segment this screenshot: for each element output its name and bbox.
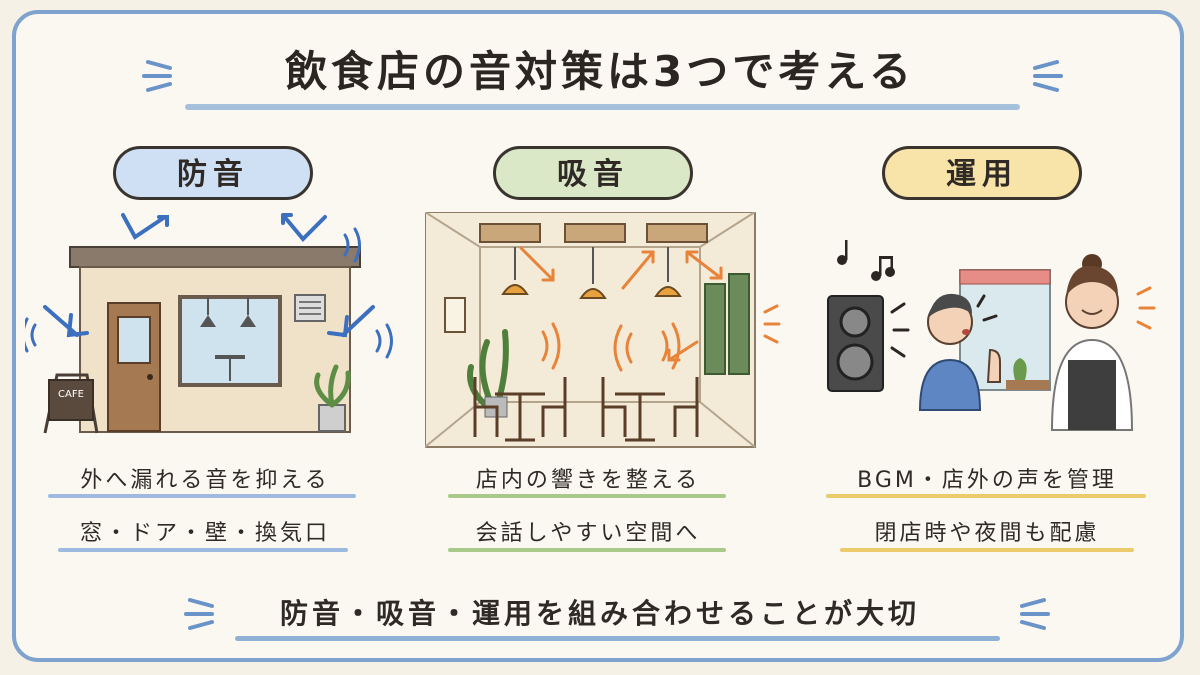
- page-title: 飲食店の音対策は3つで考える: [285, 47, 915, 96]
- caption-underline: [448, 548, 726, 552]
- accent-dashes-icon: [142, 60, 172, 92]
- caption-underline: [826, 494, 1146, 498]
- caption-underline: [48, 494, 356, 498]
- music-note-icon: [837, 240, 895, 281]
- caption-soundproofing-1: 外へ漏れる音を抑える: [80, 468, 330, 493]
- storefront-illustration: CAFE: [25, 213, 393, 434]
- caption-absorption-2: 会話しやすい空間へ: [475, 521, 701, 546]
- speaker-staff-illustration: [827, 240, 1156, 431]
- accent-dashes-icon: [184, 598, 214, 630]
- heading-operation: 運用: [882, 146, 1082, 200]
- heading-soundproofing: 防音: [113, 146, 313, 200]
- caption-underline: [448, 494, 726, 498]
- accent-dashes-icon: [1033, 60, 1063, 92]
- caption-underline: [58, 548, 348, 552]
- caption-underline: [840, 548, 1134, 552]
- caption-operation-2: 閉店時や夜間も配慮: [874, 521, 1100, 546]
- cafe-interior-illustration: [425, 212, 781, 448]
- arrow-icon: [519, 246, 723, 362]
- footer-message: 防音・吸音・運用を組み合わせることが大切: [279, 597, 920, 630]
- heading-sound-absorption: 吸音: [493, 146, 693, 200]
- arrow-icon: [43, 213, 375, 338]
- caption-soundproofing-2: 窓・ドア・壁・換気口: [79, 521, 330, 546]
- accent-dashes-icon: [1020, 598, 1050, 630]
- cafe-sign-text: CAFE: [58, 389, 84, 400]
- title-underline: [185, 104, 1020, 110]
- sound-wave-icon: [541, 304, 781, 372]
- caption-absorption-1: 店内の響きを整える: [475, 468, 701, 493]
- caption-operation-1: BGM・店外の声を管理: [857, 468, 1117, 493]
- footer-underline: [235, 636, 1000, 641]
- sound-wave-icon: [25, 227, 393, 359]
